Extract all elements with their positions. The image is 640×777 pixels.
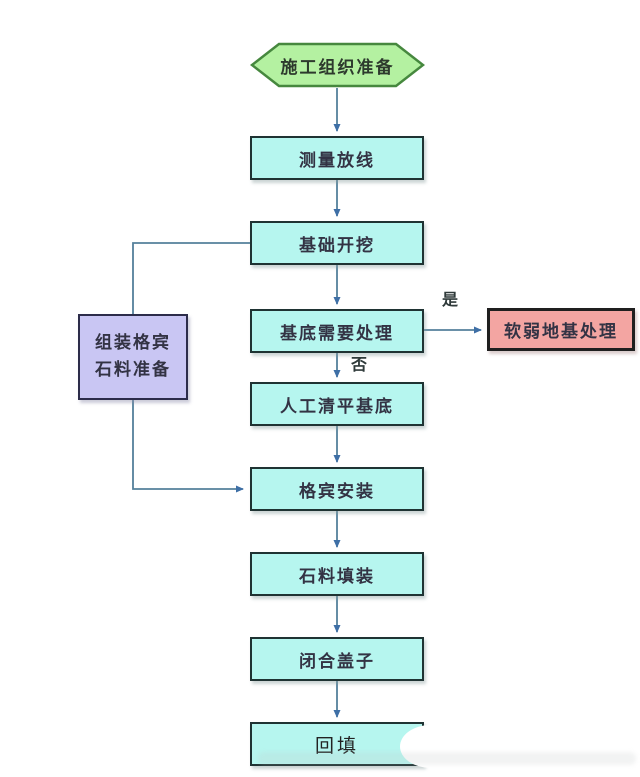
edge-label-no: 否 xyxy=(351,355,368,374)
node-label: 石料填装 xyxy=(299,566,375,587)
side-node-prep: 组装格宾 石料准备 xyxy=(78,314,188,400)
node-label-line1: 组装格宾 xyxy=(95,333,171,353)
node-label: 基础开挖 xyxy=(299,235,375,256)
node-label: 软弱地基处理 xyxy=(504,322,618,342)
node-label: 闭合盖子 xyxy=(299,651,375,672)
start-node-label: 施工组织准备 xyxy=(280,57,395,78)
process-node-stone-filling: 石料填装 xyxy=(250,552,424,596)
process-node-backfill: 回填 xyxy=(250,722,424,766)
watermark-smudge xyxy=(258,752,636,765)
process-node-excavation: 基础开挖 xyxy=(250,221,424,265)
node-label: 回填 xyxy=(314,734,359,757)
node-label: 测量放线 xyxy=(299,150,375,171)
node-label: 格宾安装 xyxy=(299,481,375,502)
process-node-base-check: 基底需要处理 xyxy=(250,309,424,353)
node-label: 人工清平基底 xyxy=(280,396,394,417)
process-node-gabion-install: 格宾安装 xyxy=(250,467,424,511)
process-node-leveling: 人工清平基底 xyxy=(250,382,424,426)
edge-label-yes: 是 xyxy=(442,290,459,309)
node-label-line2: 石料准备 xyxy=(95,360,171,380)
process-node-survey: 测量放线 xyxy=(250,136,424,180)
start-node: 施工组织准备 xyxy=(250,42,425,88)
alert-node-soft-treatment: 软弱地基处理 xyxy=(487,308,635,351)
hexagon-shape xyxy=(250,42,425,88)
node-label: 基底需要处理 xyxy=(280,323,394,344)
process-node-close-lid: 闭合盖子 xyxy=(250,637,424,681)
watermark-blob xyxy=(400,725,462,768)
